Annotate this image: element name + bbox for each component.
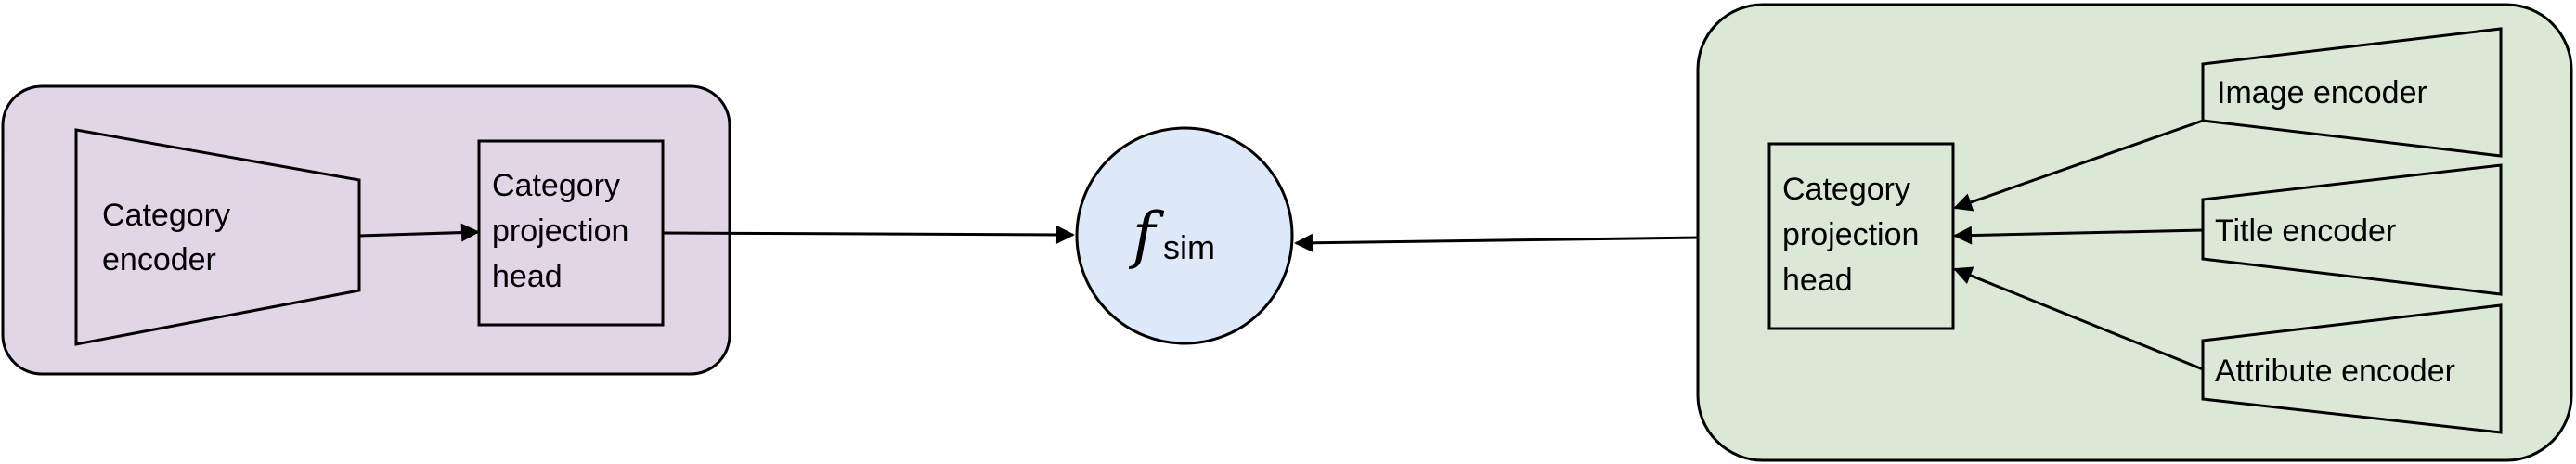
encoder-to-head-arrow xyxy=(358,223,480,242)
left-head-line3: head xyxy=(492,259,563,294)
left-category-projection-head-box xyxy=(477,139,665,327)
right-head-to-similarity-arrow xyxy=(1294,233,1769,252)
image-encoder-label: Image encoder xyxy=(2217,75,2427,110)
right-head-line3: head xyxy=(1782,263,1853,298)
left-head-to-similarity-arrow xyxy=(662,225,1075,244)
right-category-projection-head-label: Category projection head xyxy=(1782,172,1928,298)
attribute-encoder-shape xyxy=(2201,303,2503,434)
category-encoder-label: Category encoder xyxy=(102,198,239,277)
product-branch-group: Category projection head Image encoder T… xyxy=(1696,3,2573,462)
category-branch-group: Category encoder Category projection hea… xyxy=(1,84,731,376)
attribute-encoder-label: Attribute encoder xyxy=(2215,354,2455,389)
left-head-line1: Category xyxy=(492,168,620,203)
title-encoder-to-head-arrow xyxy=(1953,226,2204,245)
category-encoder-shape xyxy=(74,128,361,346)
similarity-function-node: f sim xyxy=(1075,126,1294,345)
title-encoder-shape xyxy=(2201,163,2503,296)
image-encoder-to-head-arrow xyxy=(1953,119,2204,212)
right-head-line2: projection xyxy=(1782,217,1919,252)
similarity-subscript: sim xyxy=(1163,228,1215,266)
right-category-projection-head-box xyxy=(1767,142,1955,330)
category-encoder-line1: Category xyxy=(102,198,230,233)
attribute-encoder-to-head-arrow xyxy=(1953,266,2204,371)
left-head-line2: projection xyxy=(492,213,628,249)
right-head-line1: Category xyxy=(1782,172,1910,207)
left-category-projection-head-label: Category projection head xyxy=(492,168,638,294)
category-encoder-line2: encoder xyxy=(102,242,216,277)
similarity-circle xyxy=(1075,126,1294,345)
title-encoder-label: Title encoder xyxy=(2215,213,2396,249)
image-encoder-shape xyxy=(2201,27,2503,158)
